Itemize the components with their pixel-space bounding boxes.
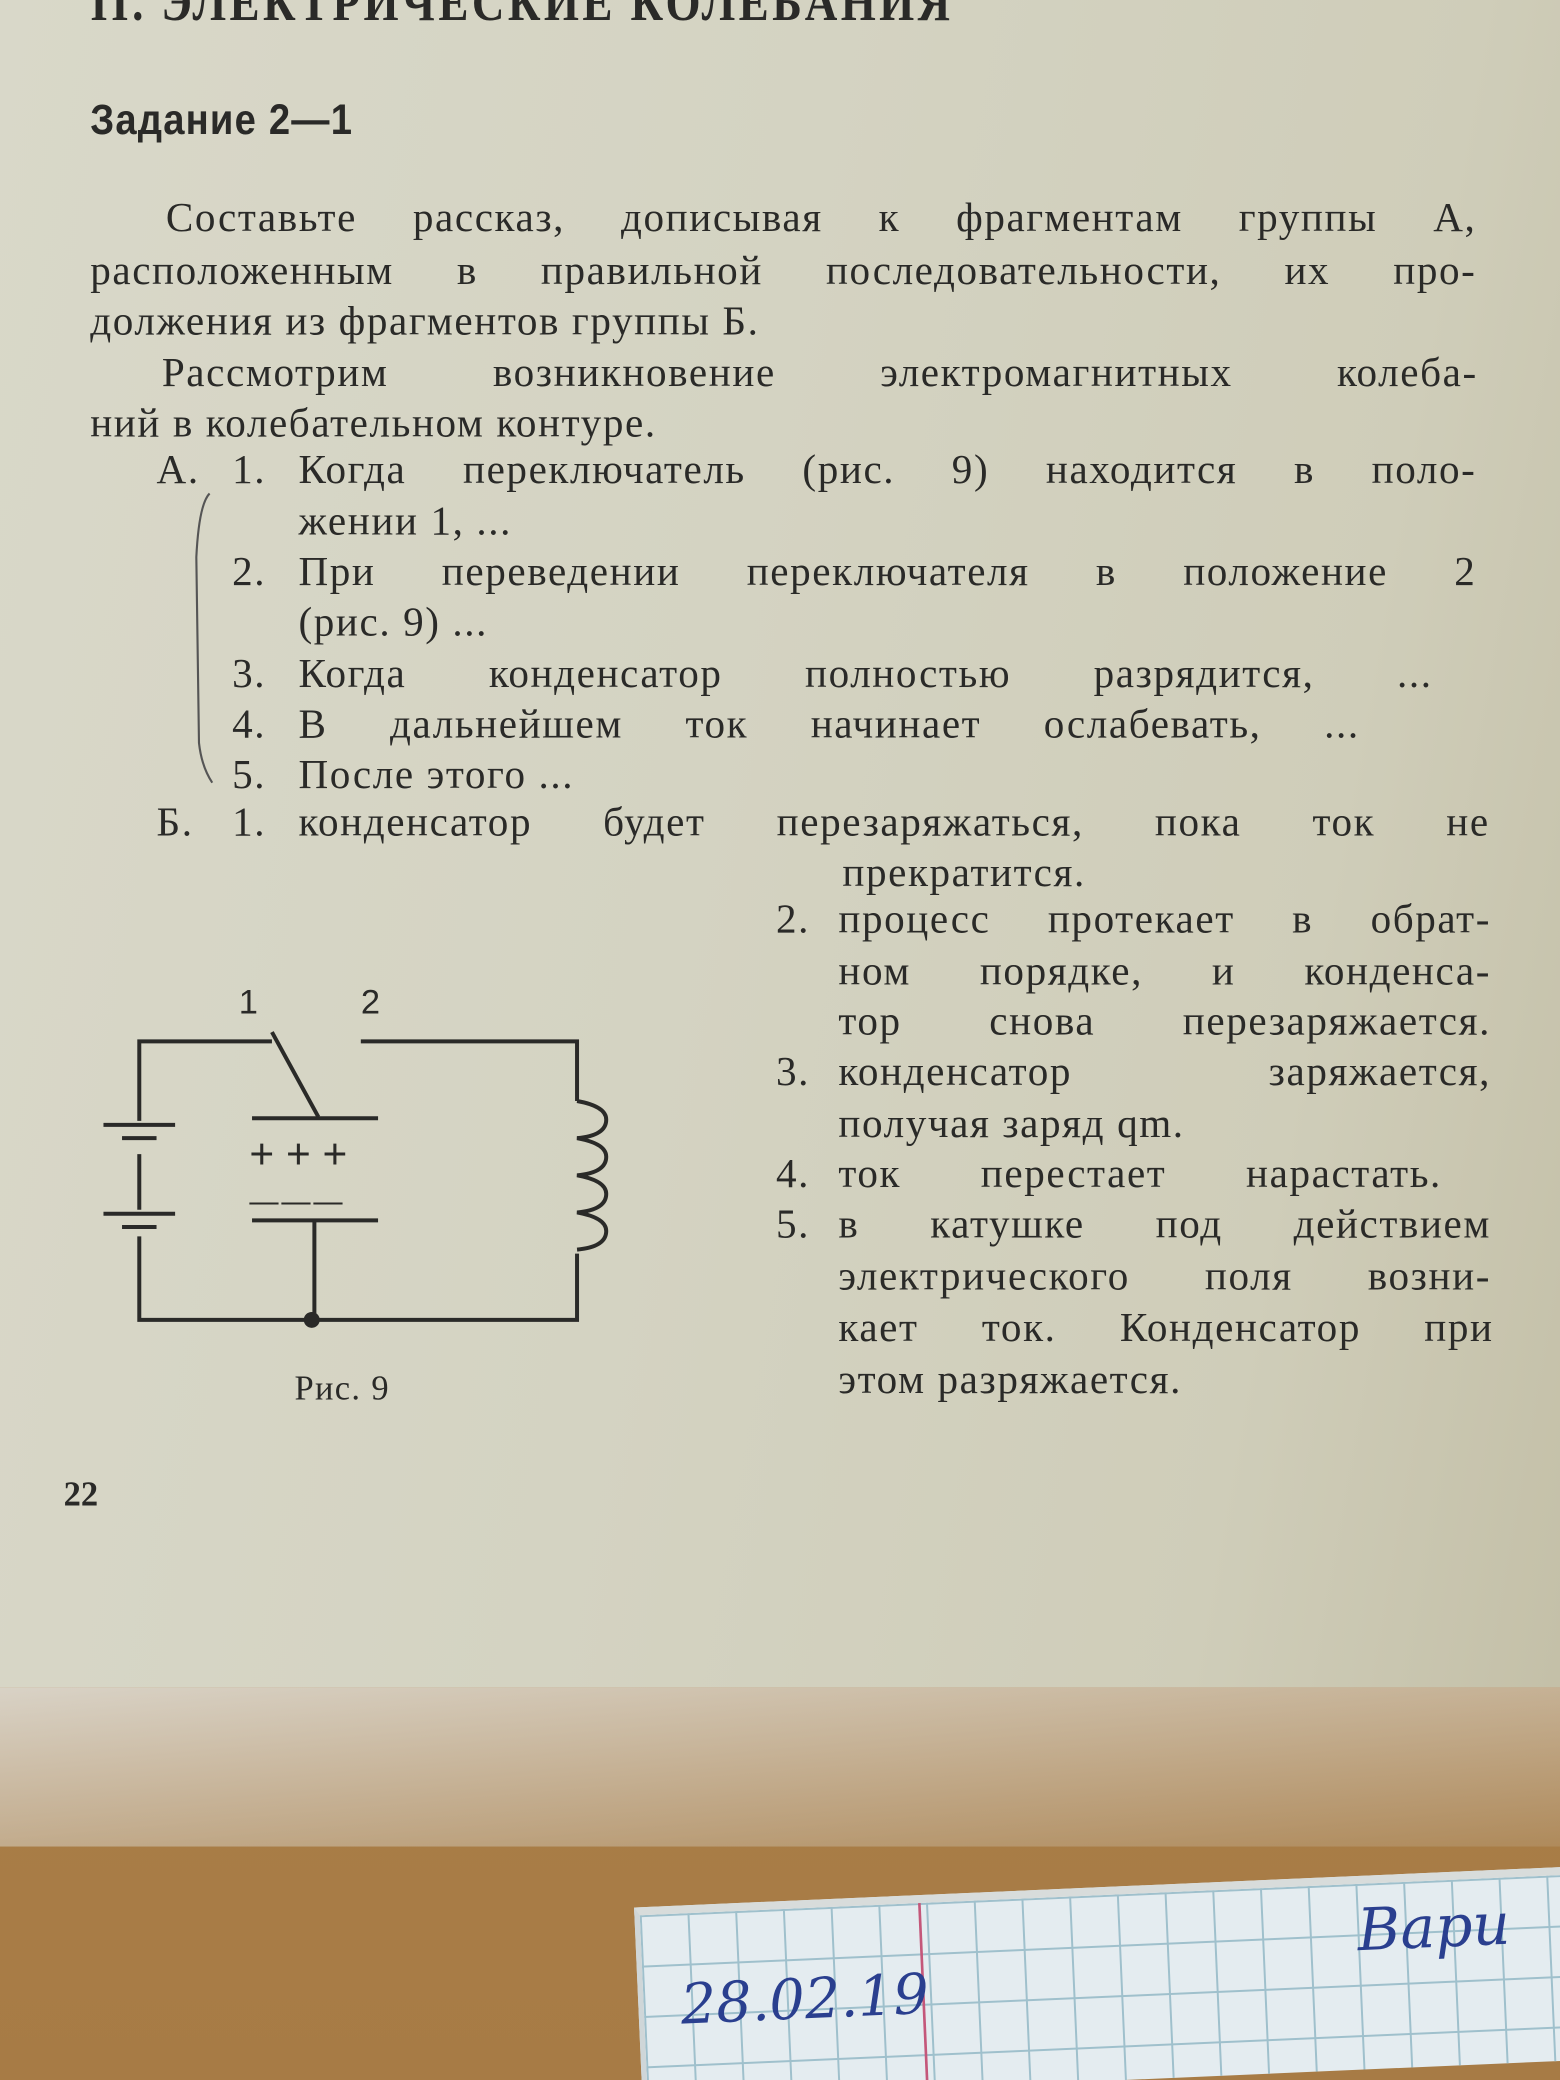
item-number: 1.	[232, 798, 267, 845]
item-number: 5.	[232, 750, 267, 798]
intro-line: должения из фрагментов группы Б.	[90, 297, 760, 344]
item-number: 5.	[776, 1200, 811, 1247]
junction-dot	[303, 1311, 320, 1328]
circuit-diagram	[103, 1031, 609, 1328]
capacitor-minus-signs: — — —	[249, 1184, 342, 1218]
group-a-item-3: Когда конденсатор полностью разрядится, …	[298, 649, 1433, 697]
intro-line: расположенным в правильной последователь…	[90, 246, 1477, 294]
pencil-brace	[195, 492, 214, 784]
group-a-item-5: После этого ...	[298, 750, 575, 798]
item-number: 3.	[232, 649, 267, 697]
figure-caption: Рис. 9	[294, 1368, 390, 1408]
group-b-item-4: ток перестает нарастать.	[838, 1150, 1442, 1197]
item-number: 1.	[232, 445, 267, 493]
group-a-item-2: При переведении переключателя в положени…	[298, 547, 1477, 595]
switch-blade	[270, 1031, 321, 1118]
page-number: 22	[63, 1475, 99, 1514]
battery	[103, 1122, 176, 1230]
group-a-item-1: Когда переключатель (рис. 9) находится в…	[298, 445, 1477, 493]
task-title: Задание 2—1	[90, 95, 354, 144]
group-b-item-5-cont: электрического поля возни-	[838, 1252, 1492, 1299]
intro-line: Составьте рассказ, дописывая к фрагмента…	[165, 193, 1477, 241]
inductor-coil	[576, 1099, 609, 1252]
notebook: 28.02.19 Вари	[634, 1865, 1560, 2080]
group-b-item-5: в катушке под действием	[838, 1200, 1492, 1247]
context-line: Рассмотрим возникновение электромагнитны…	[161, 348, 1478, 396]
item-number: 3.	[776, 1047, 811, 1095]
item-number: 2.	[776, 895, 811, 942]
item-number: 4.	[232, 700, 267, 747]
book-page: II. ЭЛЕКТРИЧЕСКИЕ КОЛЕБАНИЯ Задание 2—1 …	[0, 0, 1560, 1688]
group-a-item-1-cont: жении 1, ...	[298, 497, 512, 544]
group-b-label: Б.	[156, 798, 194, 845]
group-a-item-2-cont: (рис. 9) ...	[298, 598, 489, 645]
context-line: ний в колебательном контуре.	[90, 399, 657, 446]
handwritten-word: Вари	[1355, 1890, 1512, 1965]
wire-bottom	[137, 1236, 580, 1322]
wire-top-right	[360, 1039, 580, 1102]
wire-top-left	[137, 1039, 272, 1121]
group-b-item-2: процесс протекает в обрат-	[838, 895, 1492, 942]
group-b-item-5-cont: этом разряжается.	[838, 1355, 1182, 1403]
plastic-sheet	[0, 1687, 1560, 1847]
group-b-item-2-cont: тор снова перезаряжается.	[838, 997, 1492, 1044]
group-a-label: А.	[156, 445, 200, 493]
group-b-item-1-cont: прекратится.	[842, 848, 1086, 896]
capacitor	[252, 1116, 379, 1320]
group-b-item-1: конденсатор будет перезаряжаться, пока т…	[298, 798, 1490, 845]
group-b-item-3-cont: получая заряд qm.	[838, 1099, 1185, 1147]
handwritten-date: 28.02.19	[679, 1961, 931, 2037]
group-b-item-3: конденсатор заряжается,	[838, 1047, 1492, 1095]
item-number: 2.	[232, 547, 267, 595]
item-number: 4.	[776, 1150, 811, 1197]
group-b-item-2-cont: ном порядке, и конденса-	[838, 947, 1492, 994]
switch-position-2-label: 2	[360, 981, 381, 1022]
chapter-header: II. ЭЛЕКТРИЧЕСКИЕ КОЛЕБАНИЯ	[90, 0, 954, 32]
group-a-item-4: В дальнейшем ток начинает ослабевать, ..…	[298, 700, 1360, 747]
group-b-item-5-cont: кает ток. Конденсатор при	[838, 1303, 1494, 1351]
capacitor-plus-signs: + + +	[249, 1130, 348, 1178]
switch-position-1-label: 1	[238, 981, 258, 1022]
